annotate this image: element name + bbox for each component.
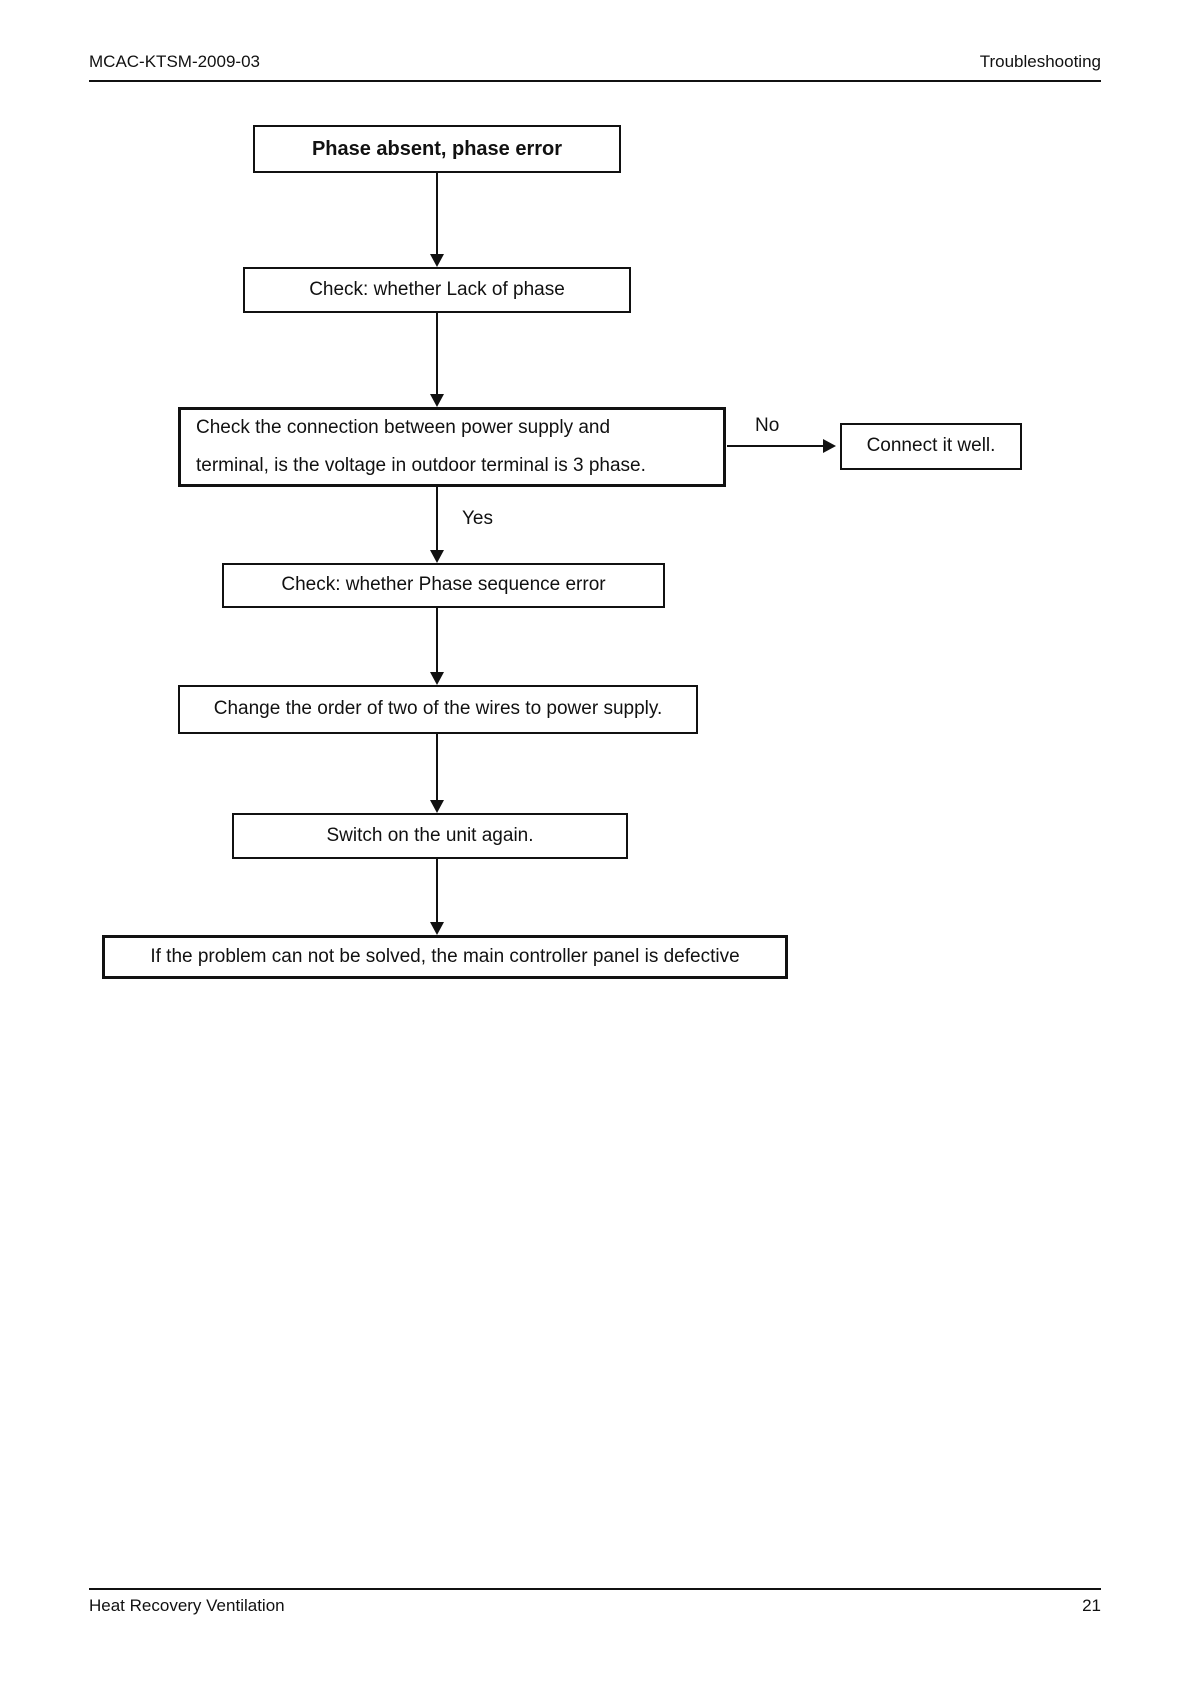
flow-box-change-order: Change the order of two of the wires to … xyxy=(178,685,698,734)
flow-box-start: Phase absent, phase error xyxy=(253,125,621,173)
flow-box-check-sequence: Check: whether Phase sequence error xyxy=(222,563,665,608)
flow-box-defective: If the problem can not be solved, the ma… xyxy=(102,935,788,979)
flow-box-change-order-label: Change the order of two of the wires to … xyxy=(213,698,663,720)
arrow-head-down-icon xyxy=(430,394,444,407)
flow-box-check-sequence-label: Check: whether Phase sequence error xyxy=(281,574,606,596)
flow-box-check-connection-line1: Check the connection between power suppl… xyxy=(196,417,611,438)
flow-box-connect-well-label: Connect it well. xyxy=(866,435,996,457)
arrow-head-down-icon xyxy=(430,550,444,563)
flow-box-switch-on: Switch on the unit again. xyxy=(232,813,628,859)
arrow-line-no xyxy=(727,445,823,447)
header-doc-code: MCAC-KTSM-2009-03 xyxy=(89,52,260,71)
footer-doc-title: Heat Recovery Ventilation xyxy=(89,1596,285,1615)
flow-box-defective-label: If the problem can not be solved, the ma… xyxy=(150,945,740,967)
footer-rule xyxy=(89,1588,1101,1590)
branch-label-yes: Yes xyxy=(462,508,493,529)
arrow-line-3 xyxy=(436,487,438,551)
header-rule xyxy=(89,80,1101,82)
arrow-line-1 xyxy=(436,173,438,255)
arrow-head-down-icon xyxy=(430,254,444,267)
footer-page-number: 21 xyxy=(1082,1596,1101,1615)
flow-box-switch-on-label: Switch on the unit again. xyxy=(326,824,534,846)
arrow-head-right-icon xyxy=(823,439,836,453)
arrow-head-down-icon xyxy=(430,672,444,685)
arrow-line-2 xyxy=(436,313,438,395)
header-section-title: Troubleshooting xyxy=(979,52,1101,71)
flow-box-check-connection: Check the connection between power suppl… xyxy=(178,407,726,487)
flow-box-start-label: Phase absent, phase error xyxy=(311,138,563,160)
arrow-head-down-icon xyxy=(430,922,444,935)
arrow-line-6 xyxy=(436,859,438,923)
flow-box-check-lack-label: Check: whether Lack of phase xyxy=(309,278,565,300)
arrow-head-down-icon xyxy=(430,800,444,813)
flow-box-check-connection-line2: terminal, is the voltage in outdoor term… xyxy=(196,455,646,476)
arrow-line-4 xyxy=(436,608,438,673)
flow-box-check-lack: Check: whether Lack of phase xyxy=(243,267,631,313)
branch-label-no: No xyxy=(755,415,780,436)
arrow-line-5 xyxy=(436,734,438,801)
flow-box-connect-well: Connect it well. xyxy=(840,423,1022,470)
